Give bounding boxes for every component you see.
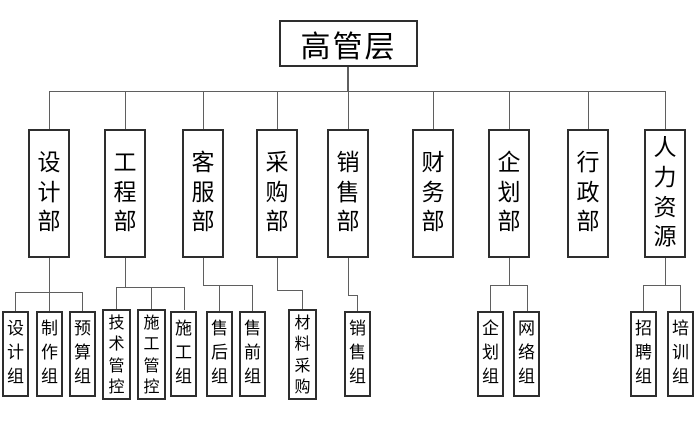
connector-line	[151, 287, 152, 310]
node-team-construction-group: 施工组	[170, 311, 197, 397]
node-dept-finance: 财务部	[412, 129, 454, 258]
node-label: 财务部	[421, 149, 445, 236]
connector-line	[184, 287, 185, 310]
node-team-budget-group: 预算组	[69, 311, 96, 397]
connector-line	[357, 295, 358, 311]
node-team-tech-control: 技术管控	[102, 309, 131, 400]
node-label: 施工组	[175, 319, 192, 387]
node-dept-procurement: 采购部	[256, 129, 298, 258]
connector-line	[433, 91, 434, 130]
node-label: 高管层	[300, 29, 397, 65]
node-dept-human-resources: 人力资源	[644, 129, 686, 258]
node-label: 预算组	[74, 319, 91, 387]
connector-line	[49, 258, 50, 311]
node-team-network-group: 网络组	[513, 311, 540, 397]
connector-line	[15, 292, 16, 311]
node-label: 设计组	[7, 319, 24, 387]
node-label: 行政部	[576, 149, 600, 236]
connector-line	[348, 295, 358, 296]
node-team-pre-sales-group: 售前组	[239, 311, 266, 397]
node-executive: 高管层	[279, 20, 418, 67]
connector-line	[490, 285, 528, 286]
connector-line	[347, 66, 349, 92]
node-team-after-sales-group: 售后组	[206, 311, 233, 397]
node-team-planning-group: 企划组	[477, 311, 504, 397]
node-team-production-group: 制作组	[36, 311, 63, 397]
node-label: 企划组	[482, 319, 499, 387]
connector-line	[665, 91, 666, 130]
node-dept-planning: 企划部	[488, 129, 530, 258]
node-label: 网络组	[518, 319, 535, 387]
node-label: 销售部	[336, 149, 360, 236]
connector-line	[509, 258, 510, 285]
node-dept-design: 设计部	[28, 129, 70, 258]
connector-line	[203, 285, 253, 286]
node-team-sales-group: 销售组	[344, 311, 371, 397]
node-label: 制作组	[41, 319, 58, 387]
node-label: 工程部	[113, 149, 137, 236]
node-label: 施工管控	[143, 312, 160, 396]
node-dept-engineering: 工程部	[104, 129, 146, 258]
node-label: 材料采购	[294, 312, 311, 396]
node-label: 售前组	[244, 319, 261, 387]
node-label: 售后组	[211, 319, 228, 387]
node-label: 企划部	[497, 149, 521, 236]
connector-line	[643, 285, 644, 311]
node-label: 采购部	[265, 149, 289, 236]
connector-line	[680, 285, 681, 311]
node-label: 培训组	[672, 319, 689, 387]
connector-line	[348, 258, 349, 295]
connector-line	[49, 91, 666, 92]
node-team-recruitment-group: 招聘组	[630, 311, 657, 397]
connector-line	[527, 285, 528, 311]
connector-line	[490, 285, 491, 311]
connector-line	[125, 91, 126, 130]
node-label: 人力资源	[653, 134, 677, 251]
connector-line	[125, 258, 126, 287]
connector-line	[116, 287, 185, 288]
connector-line	[203, 258, 204, 285]
node-label: 设计部	[37, 149, 61, 236]
node-team-material-procurement: 材料采购	[288, 309, 317, 400]
node-label: 招聘组	[635, 319, 652, 387]
connector-line	[302, 290, 303, 311]
node-team-construction-control: 施工管控	[137, 309, 166, 400]
node-team-design-group: 设计组	[2, 311, 29, 397]
node-team-training-group: 培训组	[667, 311, 694, 397]
connector-line	[116, 287, 117, 310]
connector-line	[277, 91, 278, 130]
node-dept-sales: 销售部	[327, 129, 369, 258]
connector-line	[348, 91, 349, 130]
node-dept-administration: 行政部	[567, 129, 609, 258]
connector-line	[277, 290, 303, 291]
connector-line	[643, 285, 681, 286]
connector-line	[665, 258, 666, 285]
node-label: 销售组	[349, 319, 366, 387]
connector-line	[219, 285, 220, 311]
connector-line	[82, 292, 83, 311]
connector-line	[252, 285, 253, 311]
node-label: 客服部	[191, 149, 215, 236]
connector-line	[277, 258, 278, 290]
connector-line	[49, 91, 50, 130]
connector-line	[509, 91, 510, 130]
connector-line	[203, 91, 204, 130]
node-dept-customer-service: 客服部	[182, 129, 224, 258]
node-label: 技术管控	[108, 312, 125, 396]
connector-line	[588, 91, 589, 130]
connector-line	[15, 292, 83, 293]
